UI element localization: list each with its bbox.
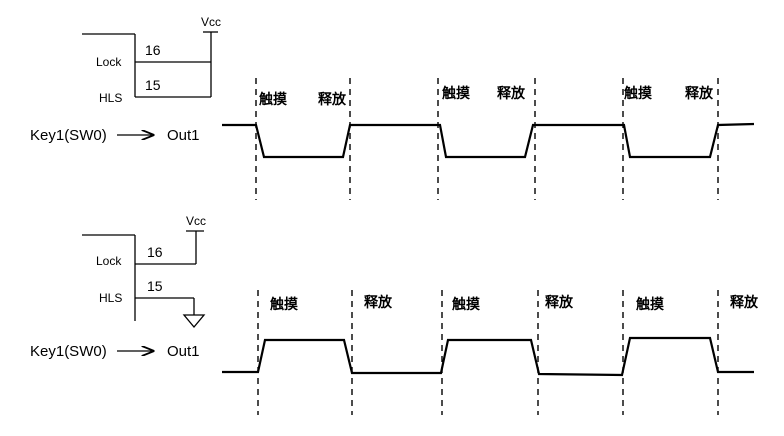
vcc-label: Vcc xyxy=(201,15,221,29)
event-markers xyxy=(255,78,719,200)
touch-label: 触摸 xyxy=(258,91,288,108)
panel-2: Vcc Lock 16 HLS 15 Key1(SW0) Out1 xyxy=(30,214,759,415)
pin-hls: HLS 15 xyxy=(99,77,211,105)
release-label: 释放 xyxy=(545,294,574,311)
pin-number: 15 xyxy=(145,77,161,93)
pin-name: Lock xyxy=(96,55,122,69)
pin-hls: HLS 15 xyxy=(99,278,206,329)
event-markers xyxy=(257,290,719,415)
waveform xyxy=(222,122,755,159)
pin-name: HLS xyxy=(99,291,122,305)
pin-name: HLS xyxy=(99,91,122,105)
panel-1: Vcc Lock 16 HLS 15 Key1(SW0) Out1 xyxy=(30,15,755,200)
pin-number: 15 xyxy=(147,278,163,294)
event-labels: 触摸 释放 触摸 释放 触摸 释放 xyxy=(269,294,759,313)
chip-outline xyxy=(82,33,136,97)
release-label: 释放 xyxy=(497,85,526,102)
input-label: Key1(SW0) xyxy=(30,343,107,360)
release-label: 释放 xyxy=(318,91,347,108)
touch-label: 触摸 xyxy=(635,296,665,313)
touch-label: 触摸 xyxy=(441,85,471,102)
vcc-connection: Vcc xyxy=(186,214,206,264)
vcc-connection: Vcc xyxy=(201,15,221,97)
touch-label: 触摸 xyxy=(451,296,481,313)
release-label: 释放 xyxy=(685,85,714,102)
event-labels: 触摸 释放 触摸 释放 触摸 释放 xyxy=(258,85,714,108)
touch-label: 触摸 xyxy=(269,296,299,313)
chip-outline xyxy=(82,234,136,321)
key-to-output: Key1(SW0) Out1 xyxy=(30,343,200,360)
pin-number: 16 xyxy=(147,244,163,260)
key-to-output: Key1(SW0) Out1 xyxy=(30,127,200,144)
vcc-label: Vcc xyxy=(186,214,206,228)
touch-label: 触摸 xyxy=(623,85,653,102)
pin-lock: Lock 16 xyxy=(96,244,196,268)
release-label: 释放 xyxy=(730,294,759,311)
input-label: Key1(SW0) xyxy=(30,127,107,144)
pin-name: Lock xyxy=(96,254,122,268)
output-label: Out1 xyxy=(167,343,200,360)
release-label: 释放 xyxy=(364,294,393,311)
pin-number: 16 xyxy=(145,42,161,58)
pin-lock: Lock 16 xyxy=(96,42,211,69)
ground-icon xyxy=(182,314,206,329)
output-label: Out1 xyxy=(167,127,200,144)
waveform xyxy=(222,336,754,377)
